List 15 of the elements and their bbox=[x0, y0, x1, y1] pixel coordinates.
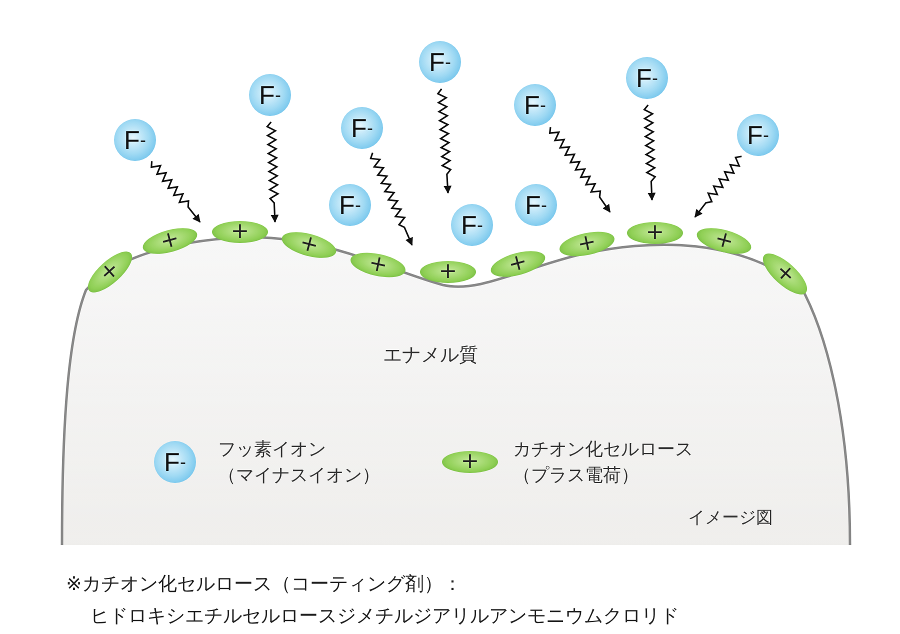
caption-text: ※カチオン化セルロース（コーティング剤）：ヒドロキシエチルセルロースジメチルジアリルアンモニウムクロリド bbox=[66, 572, 679, 629]
enamel-label: エナメル質 bbox=[383, 343, 478, 368]
wavy-arrow bbox=[150, 161, 201, 223]
cation-ellipse: + bbox=[212, 221, 268, 243]
wavy-arrow bbox=[548, 127, 611, 213]
wavy-arrow bbox=[370, 152, 413, 246]
wavy-arrow bbox=[266, 121, 280, 223]
cation-ellipse: + bbox=[420, 261, 476, 283]
note-text: イメージ図 bbox=[688, 507, 773, 530]
legend-text: フッ素イオン（マイナスイオン） bbox=[218, 438, 380, 488]
wavy-arrow bbox=[643, 104, 656, 201]
cation-ellipse: + bbox=[627, 222, 683, 244]
wavy-arrow bbox=[436, 88, 452, 194]
legend-text: カチオン化セルロース（プラス電荷） bbox=[513, 438, 693, 488]
wavy-arrow bbox=[694, 156, 742, 218]
